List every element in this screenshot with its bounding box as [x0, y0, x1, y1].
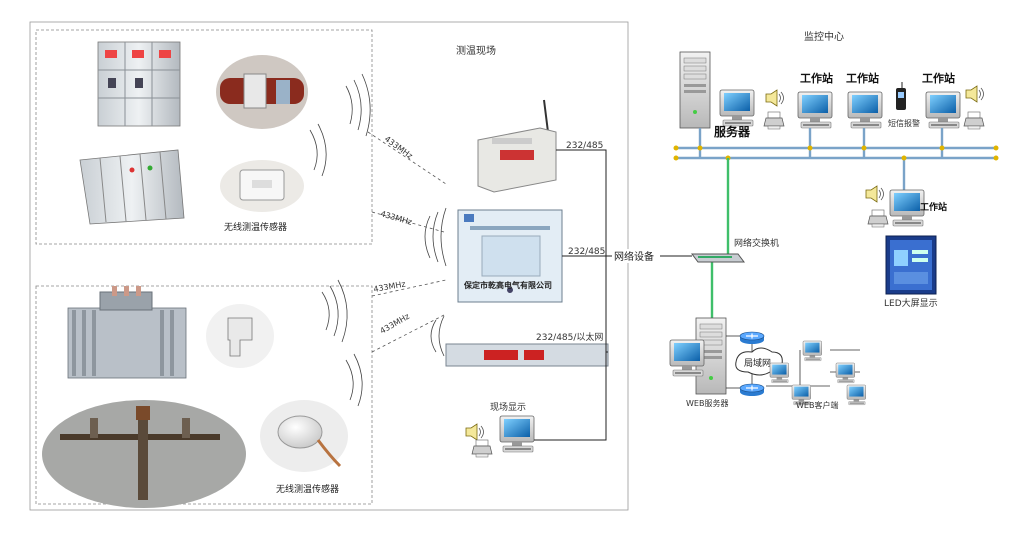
- network-device-box: [612, 249, 660, 263]
- l-sensor-image: [206, 304, 274, 368]
- wireless-receiver: [477, 99, 557, 193]
- workstation-label-4: 工作站: [920, 201, 947, 213]
- network-device-label: 网络设备: [614, 250, 654, 263]
- web-server-monitor: [669, 339, 705, 377]
- sms-phone: [896, 82, 906, 110]
- workstation-label-3: 工作站: [922, 71, 955, 85]
- link-label-3: 232/485/以太网: [536, 331, 603, 343]
- link-label-2: 232/485: [568, 247, 605, 257]
- web-client-label: WEB客户端: [796, 400, 838, 410]
- network-switch: [691, 253, 745, 263]
- workstation-2-pc: [847, 91, 883, 129]
- workstation-label-2: 工作站: [846, 71, 879, 85]
- data-concentrator: [457, 209, 563, 303]
- server-label: 服务器: [714, 124, 751, 139]
- site-title: 测温现场: [456, 44, 496, 57]
- bus-nodes: [673, 145, 999, 161]
- sms-alarm-label: 短信报警: [888, 118, 920, 128]
- dome-sensor-image: [260, 400, 348, 472]
- server-tower: [679, 51, 711, 129]
- led-big-screen: [885, 235, 937, 295]
- lan-label: 局域网: [744, 357, 771, 369]
- receiver-company: 保定市乾高电气有限公司: [463, 280, 552, 290]
- switch-label: 网络交换机: [734, 237, 779, 249]
- switchgear-zone: [35, 29, 373, 245]
- switchgear-row-image: [79, 149, 185, 225]
- radio-links: [367, 131, 447, 353]
- web-server-label: WEB服务器: [686, 398, 728, 408]
- wireless-sensor-photo: [220, 160, 304, 212]
- web-client-pcs: [769, 340, 866, 406]
- radio-waves: [309, 73, 447, 407]
- monitor-title: 监控中心: [804, 30, 844, 43]
- transformer-image: [67, 286, 187, 379]
- workstation-1-pc: [797, 91, 833, 129]
- busbar-sensor-image: [216, 55, 308, 129]
- rack-display: [445, 343, 609, 367]
- workstation-3-pc: [925, 91, 961, 129]
- server-monitor: [719, 89, 755, 127]
- field-display-label: 现场显示: [490, 402, 526, 413]
- workstation-4-pc: [889, 189, 925, 227]
- sensor-label-2: 无线测温传感器: [276, 483, 339, 495]
- transformer-zone: [35, 285, 373, 505]
- switchgear-cabinet-image: [97, 41, 181, 127]
- link-label-1: 232/485: [566, 141, 603, 151]
- sensor-label-1: 无线测温传感器: [224, 221, 287, 233]
- led-display-label: LED大屏显示: [884, 297, 938, 309]
- power-line-image: [42, 400, 246, 508]
- workstation-label-1: 工作站: [800, 71, 833, 85]
